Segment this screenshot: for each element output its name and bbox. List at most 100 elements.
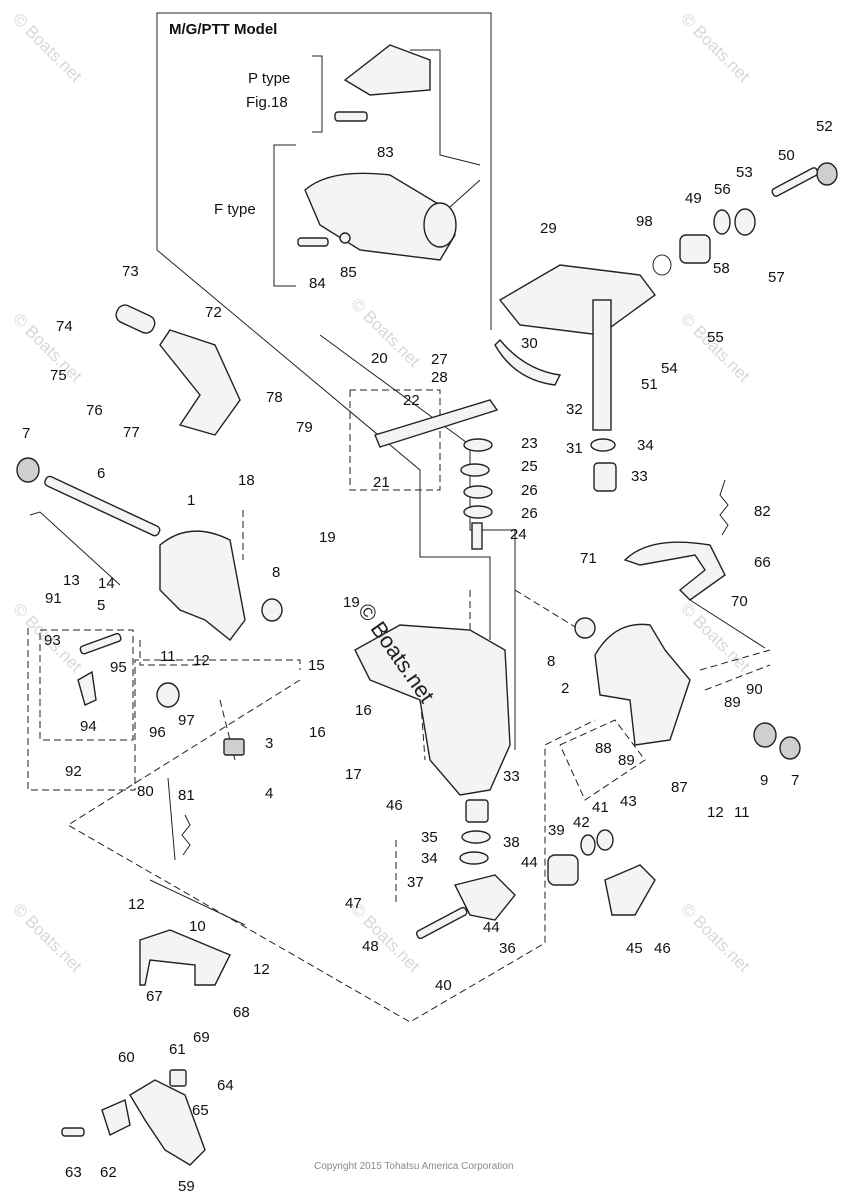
callout-50: 50 <box>778 147 795 164</box>
base-59 <box>129 1079 206 1166</box>
callout-8: 8 <box>547 653 555 670</box>
callout-52: 52 <box>816 118 833 135</box>
callout-7: 7 <box>791 772 799 789</box>
block-3 <box>223 738 245 756</box>
callout-17: 17 <box>345 766 362 783</box>
washer-23 <box>463 438 493 452</box>
callout-16: 16 <box>309 724 326 741</box>
callout-67: 67 <box>146 988 163 1005</box>
watermark: © Boats.net <box>9 309 86 386</box>
plate-62 <box>101 1099 131 1136</box>
callout-12: 12 <box>253 961 270 978</box>
callout-47: 47 <box>345 895 362 912</box>
callout-83: 83 <box>377 144 394 161</box>
callout-74: 74 <box>56 318 73 335</box>
callout-18: 18 <box>238 472 255 489</box>
part-49 <box>679 234 711 264</box>
cover-45 <box>604 864 656 916</box>
callout-11: 11 <box>734 804 750 821</box>
callout-68: 68 <box>233 1004 250 1021</box>
callout-12: 12 <box>707 804 724 821</box>
callout-2: 2 <box>561 680 569 697</box>
washer-26a <box>463 485 493 499</box>
callout-46: 46 <box>654 940 671 957</box>
callout-33: 33 <box>503 768 520 785</box>
callout-69: 69 <box>193 1029 210 1046</box>
callout-33: 33 <box>631 468 648 485</box>
callout-62: 62 <box>100 1164 117 1181</box>
callout-81: 81 <box>178 787 195 804</box>
washer-42 <box>580 834 596 856</box>
f-type-label: F type <box>214 201 256 218</box>
model-inset-box: M/G/PTT Model P type Fig.18 F type <box>156 12 492 330</box>
callout-56: 56 <box>714 181 731 198</box>
callout-48: 48 <box>362 938 379 955</box>
callout-19: 19 <box>319 529 336 546</box>
bolt-63 <box>61 1127 85 1137</box>
callout-3: 3 <box>265 735 273 752</box>
callout-4: 4 <box>265 785 273 802</box>
callout-49: 49 <box>685 190 702 207</box>
callout-30: 30 <box>521 335 538 352</box>
callout-32: 32 <box>566 401 583 418</box>
callout-57: 57 <box>768 269 785 286</box>
swivel-top-29 <box>498 264 656 336</box>
clamp-bracket-1 <box>159 530 246 641</box>
bolt-50 <box>771 167 819 197</box>
callout-35: 35 <box>421 829 438 846</box>
steering-shaft <box>592 299 612 431</box>
callout-40: 40 <box>435 977 452 994</box>
callout-29: 29 <box>540 220 557 237</box>
lever-73 <box>115 304 156 334</box>
callout-59: 59 <box>178 1178 195 1195</box>
bushing-33 <box>593 462 617 492</box>
callout-65: 65 <box>192 1102 209 1119</box>
callout-10: 10 <box>189 918 206 935</box>
clamp-bracket-2 <box>594 623 691 746</box>
bushing-33-lower <box>465 799 489 823</box>
callout-44: 44 <box>483 919 500 936</box>
swivel-case-15 <box>354 624 511 796</box>
callout-82: 82 <box>754 503 771 520</box>
callout-1: 1 <box>187 492 195 509</box>
nut-53 <box>734 208 756 236</box>
rod-70 <box>689 599 766 649</box>
callout-6: 6 <box>97 465 105 482</box>
nut-7-right <box>779 736 801 760</box>
callout-37: 37 <box>407 874 424 891</box>
callout-25: 25 <box>521 458 538 475</box>
callout-88: 88 <box>595 740 612 757</box>
callout-60: 60 <box>118 1049 135 1066</box>
callout-41: 41 <box>592 799 609 816</box>
callout-95: 95 <box>110 659 127 676</box>
callout-42: 42 <box>573 814 590 831</box>
callout-63: 63 <box>65 1164 82 1181</box>
spring-81 <box>181 814 191 856</box>
callout-19: 19 <box>343 594 360 611</box>
washer-56 <box>713 209 731 235</box>
bolt-84 <box>297 237 329 247</box>
callout-89: 89 <box>724 694 741 711</box>
washer-34-lower <box>459 851 489 865</box>
callout-51: 51 <box>641 376 658 393</box>
washer-26b <box>463 505 493 519</box>
callout-7: 7 <box>22 425 30 442</box>
callout-89: 89 <box>618 752 635 769</box>
bushing-34 <box>590 438 616 452</box>
callout-85: 85 <box>340 264 357 281</box>
tilt-handle-66 <box>623 541 726 601</box>
callout-31: 31 <box>566 440 583 457</box>
mount-39 <box>547 854 579 886</box>
plate-72 <box>159 329 241 436</box>
watermark: © Boats.net <box>677 309 754 386</box>
callout-90: 90 <box>746 681 763 698</box>
callout-26: 26 <box>521 505 538 522</box>
tilt-tube-6 <box>44 475 161 537</box>
callout-78: 78 <box>266 389 283 406</box>
callout-39: 39 <box>548 822 565 839</box>
collar-8-left <box>261 598 283 622</box>
link-20 <box>374 399 499 448</box>
callout-13: 13 <box>63 572 80 589</box>
callout-21: 21 <box>373 474 390 491</box>
p-type-bolt <box>334 111 368 122</box>
